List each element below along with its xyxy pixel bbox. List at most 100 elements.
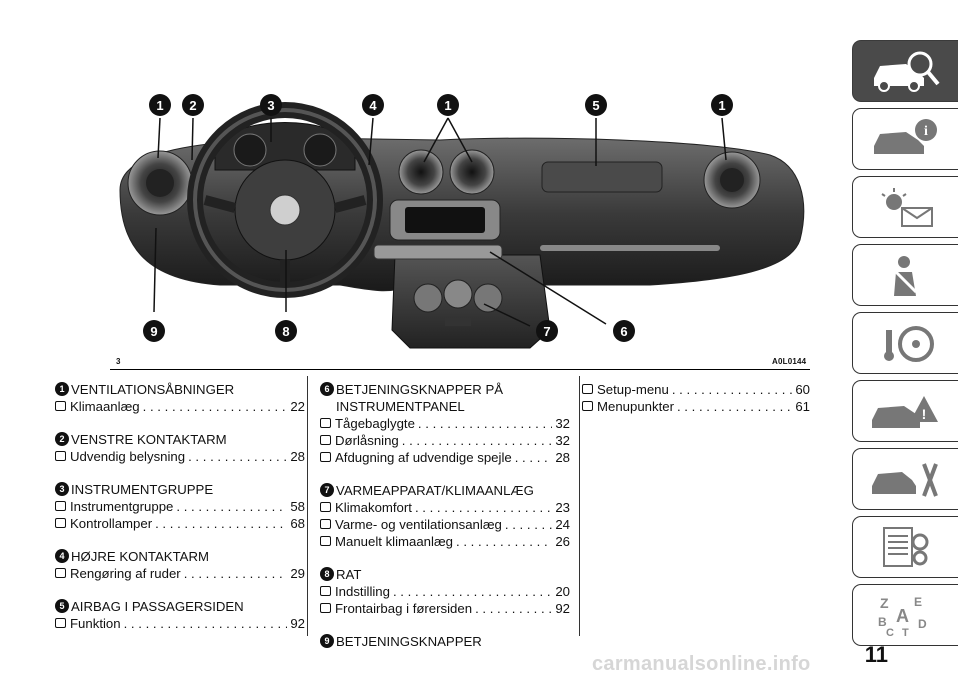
index-entry[interactable]: Varme- og ventilationsanlæg24 [320, 516, 570, 533]
index-entry[interactable]: Klimaanlæg22 [55, 398, 305, 415]
checkbox-icon [55, 518, 66, 528]
index-entry[interactable]: Tågebaglygte32 [320, 415, 570, 432]
section-number: 1 [55, 382, 69, 396]
callout-markers: 1 2 3 4 1 5 1 9 8 7 6 [143, 94, 733, 342]
section-number: 4 [55, 549, 69, 563]
car-search-icon [873, 51, 940, 92]
page-ref: 61 [795, 399, 810, 414]
index-entry[interactable]: Kontrollamper68 [55, 515, 305, 532]
checkbox-icon [582, 384, 593, 394]
index-entry[interactable]: Setup-menu60 [582, 381, 810, 398]
index-column-3: Setup-menu60 Menupunkter61 [582, 381, 810, 415]
svg-text:2: 2 [189, 98, 196, 113]
section-title: BETJENINGSKNAPPER PÅ INSTRUMENTPANEL [336, 382, 504, 414]
section-number: 6 [320, 382, 334, 396]
svg-text:B: B [878, 615, 887, 629]
tab-starting-driving[interactable] [852, 312, 958, 374]
section-title: VENTILATIONSÅBNINGER [71, 382, 235, 397]
svg-text:1: 1 [156, 98, 163, 113]
page-ref: 60 [795, 382, 810, 397]
index-entry[interactable]: Udvendig belysning28 [55, 448, 305, 465]
page-ref: 68 [290, 516, 305, 531]
svg-text:8: 8 [282, 324, 289, 339]
page-ref: 58 [290, 499, 305, 514]
checkbox-icon [55, 568, 66, 578]
page-ref: 32 [555, 416, 570, 431]
watermark: carmanualsonline.info [592, 653, 811, 675]
page-ref: 92 [290, 616, 305, 631]
svg-text:i: i [924, 124, 928, 139]
page-number: 11 [864, 642, 888, 667]
section-title: VENSTRE KONTAKTARM [71, 432, 227, 447]
svg-text:7: 7 [543, 324, 550, 339]
checkbox-icon [320, 586, 331, 596]
tab-technical-data[interactable] [852, 516, 958, 578]
tab-warning-lights[interactable] [852, 176, 958, 238]
checkbox-icon [320, 603, 331, 613]
svg-text:9: 9 [150, 324, 157, 339]
checkbox-icon [320, 435, 331, 445]
page-ref: 20 [555, 584, 570, 599]
page-ref: 28 [290, 449, 305, 464]
index-entry[interactable]: Indstilling20 [320, 583, 570, 600]
car-info-icon: i [873, 119, 937, 154]
svg-text:3: 3 [267, 98, 274, 113]
section-title: INSTRUMENTGRUPPE [71, 482, 214, 497]
svg-text:T: T [902, 627, 909, 638]
page-ref: 23 [555, 500, 570, 515]
svg-text:1: 1 [718, 98, 725, 113]
section-title: RAT [336, 567, 362, 582]
index-entry[interactable]: Instrumentgruppe58 [55, 498, 305, 515]
page-ref: 28 [555, 450, 570, 465]
page-ref: 32 [555, 433, 570, 448]
tab-getting-to-know-car[interactable] [852, 40, 958, 102]
column-divider [307, 376, 308, 636]
checkbox-icon [320, 519, 331, 529]
section-number: 5 [55, 599, 69, 613]
tab-safety-info[interactable]: i [852, 108, 958, 170]
tab-maintenance[interactable] [852, 448, 958, 510]
steering-key-icon [883, 326, 934, 362]
section-number: 9 [320, 634, 334, 648]
index-entry[interactable]: Funktion92 [55, 615, 305, 632]
section-number: 3 [55, 482, 69, 496]
svg-text:4: 4 [369, 98, 377, 113]
section-number: 8 [320, 567, 334, 581]
page-ref: 29 [290, 566, 305, 581]
tab-safety[interactable] [852, 244, 958, 306]
specs-list-icon [882, 527, 928, 567]
tab-emergency[interactable]: ! [852, 380, 958, 442]
figure-number: 3 [116, 357, 121, 366]
svg-text:A: A [896, 606, 909, 626]
chapter-tabs: i ! [852, 40, 960, 652]
index-entry[interactable]: Frontairbag i førersiden92 [320, 600, 570, 617]
index-entry[interactable]: Rengøring af ruder29 [55, 565, 305, 582]
section-number: 7 [320, 483, 334, 497]
svg-text:!: ! [921, 406, 926, 422]
index-entry[interactable]: Afdugning af udvendige spejle28 [320, 449, 570, 466]
index-entry[interactable]: Dørlåsning32 [320, 432, 570, 449]
index-entry[interactable]: Manuelt klimaanlæg26 [320, 533, 570, 550]
svg-text:E: E [914, 595, 922, 609]
section-title: VARMEAPPARAT/KLIMAANLÆG [336, 483, 534, 498]
svg-text:D: D [918, 617, 927, 631]
page-ref: 92 [555, 601, 570, 616]
checkbox-icon [320, 536, 331, 546]
svg-text:5: 5 [592, 98, 599, 113]
section-number: 2 [55, 432, 69, 446]
svg-text:6: 6 [620, 324, 627, 339]
index-entry[interactable]: Menupunkter61 [582, 398, 810, 415]
seatbelt-airbag-icon [892, 256, 917, 296]
checkbox-icon [582, 401, 593, 411]
index-entry[interactable]: Klimakomfort23 [320, 499, 570, 516]
